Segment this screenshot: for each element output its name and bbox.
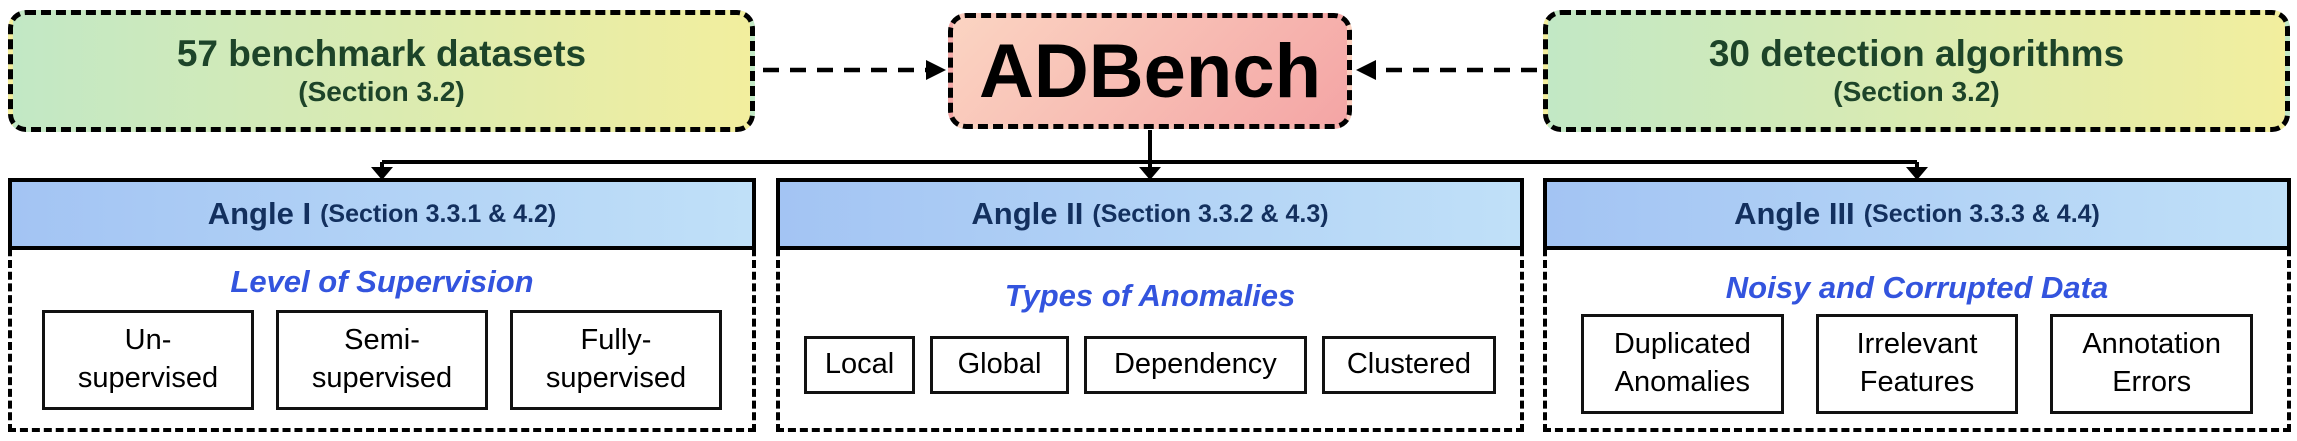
branch-lines-adbench-to-angles (380, 130, 1919, 168)
angle-1-section: Angle I (Section 3.3.1 & 4.2) Level of S… (8, 178, 756, 432)
corruption-item-annotation-errors: Annotation Errors (2050, 313, 2254, 414)
angle-3-item-row: Duplicated Anomalies Irrelevant Features… (1547, 313, 2287, 414)
angle-2-section: Angle II (Section 3.3.2 & 4.3) Types of … (776, 178, 1524, 432)
benchmark-datasets-box: 57 benchmark datasets (Section 3.2) (8, 10, 755, 132)
angle-3-header: Angle III (Section 3.3.3 & 4.4) (1543, 178, 2291, 250)
angle-3-name: Angle III (1734, 196, 1855, 231)
corruption-item-irrelevant-features: Irrelevant Features (1815, 313, 2019, 414)
angle-1-subtitle: Level of Supervision (230, 264, 534, 299)
angle-3-section: Angle III (Section 3.3.3 & 4.4) Noisy an… (1543, 178, 2291, 432)
supervision-item-fully-supervised: Fully- supervised (510, 309, 722, 410)
angle-3-subtitle: Noisy and Corrupted Data (1725, 270, 2109, 305)
angle-1-section-ref: (Section 3.3.1 & 4.2) (320, 199, 557, 228)
anomaly-type-clustered: Clustered (1321, 335, 1496, 394)
adbench-title: ADBench (978, 28, 1322, 114)
detection-algorithms-title: 30 detection algorithms (1708, 32, 2125, 74)
angle-2-header: Angle II (Section 3.3.2 & 4.3) (776, 178, 1524, 250)
adbench-box: ADBench (948, 13, 1352, 129)
angle-2-subtitle: Types of Anomalies (1004, 278, 1296, 313)
detection-algorithms-box: 30 detection algorithms (Section 3.2) (1543, 10, 2290, 132)
arrowhead-into-adbench-left (926, 60, 946, 80)
arrowhead-into-adbench-right (1356, 60, 1376, 80)
angle-3-section-ref: (Section 3.3.3 & 4.4) (1863, 199, 2100, 228)
anomaly-type-global: Global (930, 335, 1069, 394)
angle-1-name: Angle I (207, 196, 312, 231)
corruption-item-duplicated-anomalies: Duplicated Anomalies (1581, 313, 1784, 414)
angle-2-name: Angle II (971, 196, 1084, 231)
angle-2-item-row: Local Global Dependency Clustered (780, 335, 1520, 394)
angle-2-section-ref: (Section 3.3.2 & 4.3) (1092, 199, 1329, 228)
supervision-item-semi-supervised: Semi- supervised (276, 309, 488, 410)
anomaly-type-dependency: Dependency (1083, 335, 1307, 394)
supervision-item-unsupervised: Un- supervised (42, 309, 254, 410)
anomaly-type-local: Local (804, 335, 916, 394)
angle-1-header: Angle I (Section 3.3.1 & 4.2) (8, 178, 756, 250)
angle-1-item-row: Un- supervised Semi- supervised Fully- s… (12, 309, 752, 410)
benchmark-datasets-section-ref: (Section 3.2) (298, 76, 465, 108)
detection-algorithms-section-ref: (Section 3.2) (1833, 76, 2000, 108)
benchmark-datasets-title: 57 benchmark datasets (176, 32, 587, 74)
